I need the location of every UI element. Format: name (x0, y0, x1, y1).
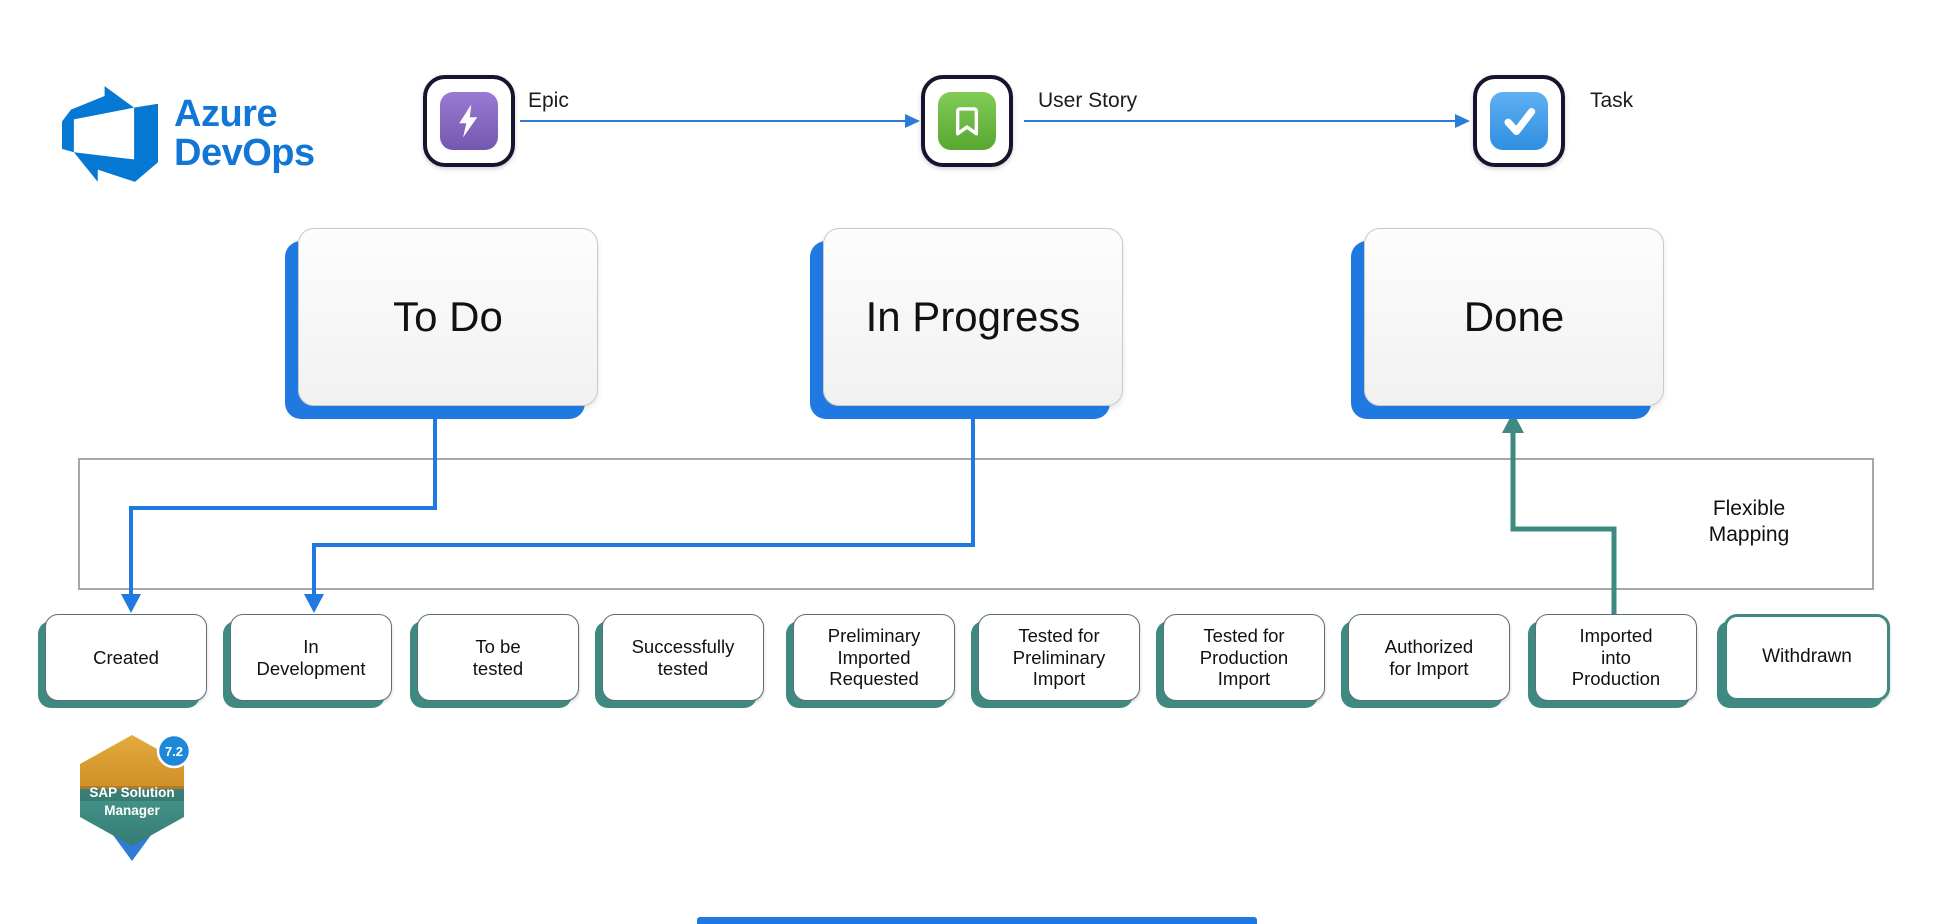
sap-logo-text-line2: Manager (104, 803, 160, 818)
sap-state-created: Created (45, 614, 207, 701)
sap-logo-hexagon-bottom (80, 789, 184, 846)
sap-state-tested-production-import: Tested for Production Import (1163, 614, 1325, 701)
sap-state-authorized-for-import: Authorized for Import (1348, 614, 1510, 701)
state-card-done-label: Done (1463, 293, 1565, 340)
sap-state-in-development-label: In Development (256, 635, 366, 679)
flexible-mapping-label: Flexible Mapping (1708, 497, 1790, 547)
sap-state-created-label: Created (93, 646, 159, 668)
sap-state-to-be-tested: To be tested (417, 614, 579, 701)
sap-state-preliminary-imported-requested-label: Preliminary Imported Requested (827, 624, 921, 690)
sap-state-withdrawn-label: Withdrawn (1762, 646, 1852, 668)
sap-state-authorized-for-import-label: Authorized for Import (1384, 635, 1474, 679)
azure-devops-logo-icon (62, 86, 158, 182)
sap-state-tested-production-import-label: Tested for Production Import (1199, 624, 1289, 690)
sap-version-badge-label: 7.2 (165, 744, 183, 759)
state-card-inprogress-label: In Progress (865, 293, 1081, 340)
epic-label: Epic (528, 89, 569, 112)
epic-lightning-icon (440, 92, 498, 150)
sap-state-imported-into-production: Imported into Production (1535, 614, 1697, 701)
state-card-inprogress: In Progress (823, 228, 1123, 406)
sap-state-successfully-tested-label: Successfully tested (631, 635, 735, 679)
sap-state-successfully-tested: Successfully tested (602, 614, 764, 701)
checkmark-icon (1504, 108, 1536, 135)
sap-logo-text-line1: SAP Solution (89, 785, 174, 800)
bottom-edge-bar (697, 917, 1257, 924)
state-card-todo-label: To Do (393, 293, 503, 340)
state-card-done: Done (1364, 228, 1664, 406)
user-story-icon (921, 75, 1013, 167)
sap-state-in-development: In Development (230, 614, 392, 701)
logo-text-azure: Azure (174, 93, 278, 136)
epic-icon (423, 75, 515, 167)
sap-state-tested-preliminary-import: Tested for Preliminary Import (978, 614, 1140, 701)
task-label: Task (1590, 89, 1634, 112)
sap-logo-seam-band (80, 786, 184, 801)
user-story-bookmark-icon (938, 92, 996, 150)
logo-text-devops: DevOps (174, 132, 315, 174)
sap-state-to-be-tested-label: To be tested (472, 635, 524, 679)
azure-devops-logo-text: Azure DevOps (174, 95, 315, 173)
sap-state-tested-preliminary-import-label: Tested for Preliminary Import (1012, 624, 1106, 690)
sap-state-preliminary-imported-requested: Preliminary Imported Requested (793, 614, 955, 701)
userstory-to-task-arrow (1024, 114, 1470, 128)
bookmark-icon (955, 107, 979, 136)
task-check-icon (1490, 92, 1548, 150)
sap-state-imported-into-production-label: Imported into Production (1571, 624, 1661, 690)
sap-state-withdrawn: Withdrawn (1724, 614, 1890, 701)
sap-logo-hexagon-top (80, 735, 184, 789)
flexible-mapping-box: Flexible Mapping (78, 458, 1874, 590)
task-icon (1473, 75, 1565, 167)
epic-to-userstory-arrow (520, 114, 920, 128)
sap-solution-manager-logo: SAP Solution Manager 7.2 (80, 733, 192, 861)
sap-version-badge (156, 733, 192, 769)
state-card-todo: To Do (298, 228, 598, 406)
lightning-bolt-icon (459, 104, 478, 138)
azure-devops-logo: Azure DevOps (62, 86, 315, 182)
user-story-label: User Story (1038, 89, 1138, 112)
